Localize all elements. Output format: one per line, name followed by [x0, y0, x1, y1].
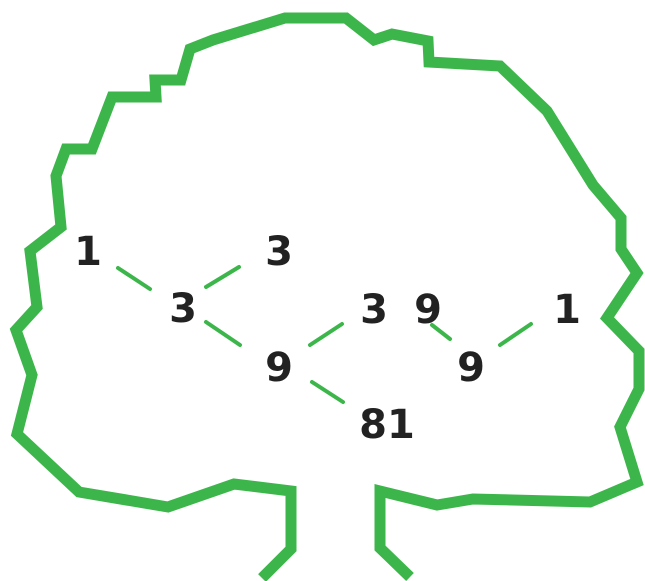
- factor-node: 9: [414, 287, 442, 333]
- factor-node: 3: [360, 287, 388, 333]
- factor-node: 9: [265, 345, 293, 391]
- branch-line: [206, 267, 239, 287]
- factor-node: 81: [359, 402, 415, 448]
- branch-line: [310, 324, 342, 345]
- factor-node: 3: [169, 286, 197, 332]
- branch-line: [118, 268, 150, 289]
- factor-node: 3: [265, 229, 293, 275]
- branch-line: [206, 322, 240, 345]
- factor-node: 1: [553, 287, 581, 333]
- branch-line: [500, 324, 531, 345]
- factor-node: 1: [74, 229, 102, 275]
- branch-line: [312, 382, 343, 402]
- factor-node: 9: [457, 345, 485, 391]
- tree-outline: [16, 18, 639, 578]
